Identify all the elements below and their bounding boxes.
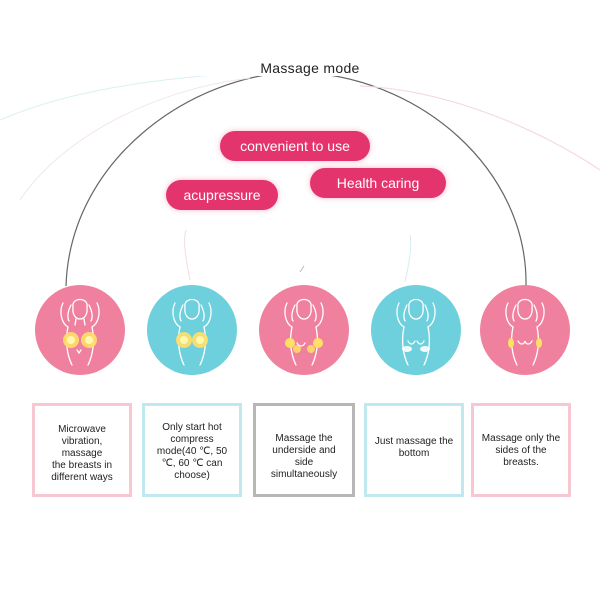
woman-breast-massage-icon — [396, 298, 436, 366]
woman-breast-massage-icon — [60, 298, 100, 366]
mode-1-description: Microwave vibration, massage the breasts… — [32, 403, 132, 497]
mode-3-description: Massage the underside and side simultane… — [253, 403, 355, 497]
mode-3-icon — [259, 285, 349, 375]
mode-5-icon — [480, 285, 570, 375]
woman-breast-massage-icon — [172, 298, 212, 366]
feature-badge-acupressure: acupressure — [166, 180, 278, 210]
woman-breast-massage-icon — [284, 298, 324, 366]
mode-4-description: Just massage the bottom — [364, 403, 464, 497]
mode-5-text: Massage only the sides of the breasts. — [481, 433, 561, 468]
mode-4-text: Just massage the bottom — [374, 436, 454, 459]
mode-2-text: Only start hot compress mode(40 ℃, 50 ℃,… — [156, 422, 228, 481]
mode-1-text: Microwave vibration, massage the breasts… — [51, 424, 113, 483]
mode-4-icon — [371, 285, 461, 375]
feature-badge-convenient: convenient to use — [220, 131, 370, 161]
mode-5-description: Massage only the sides of the breasts. — [471, 403, 571, 497]
mode-2-icon — [147, 285, 237, 375]
feature-badge-health: Health caring — [310, 168, 446, 198]
mode-1-icon — [35, 285, 125, 375]
page-title: Massage mode — [200, 60, 420, 76]
mode-3-text: Massage the underside and side simultane… — [270, 433, 338, 480]
woman-breast-massage-icon — [505, 298, 545, 366]
mode-2-description: Only start hot compress mode(40 ℃, 50 ℃,… — [142, 403, 242, 497]
